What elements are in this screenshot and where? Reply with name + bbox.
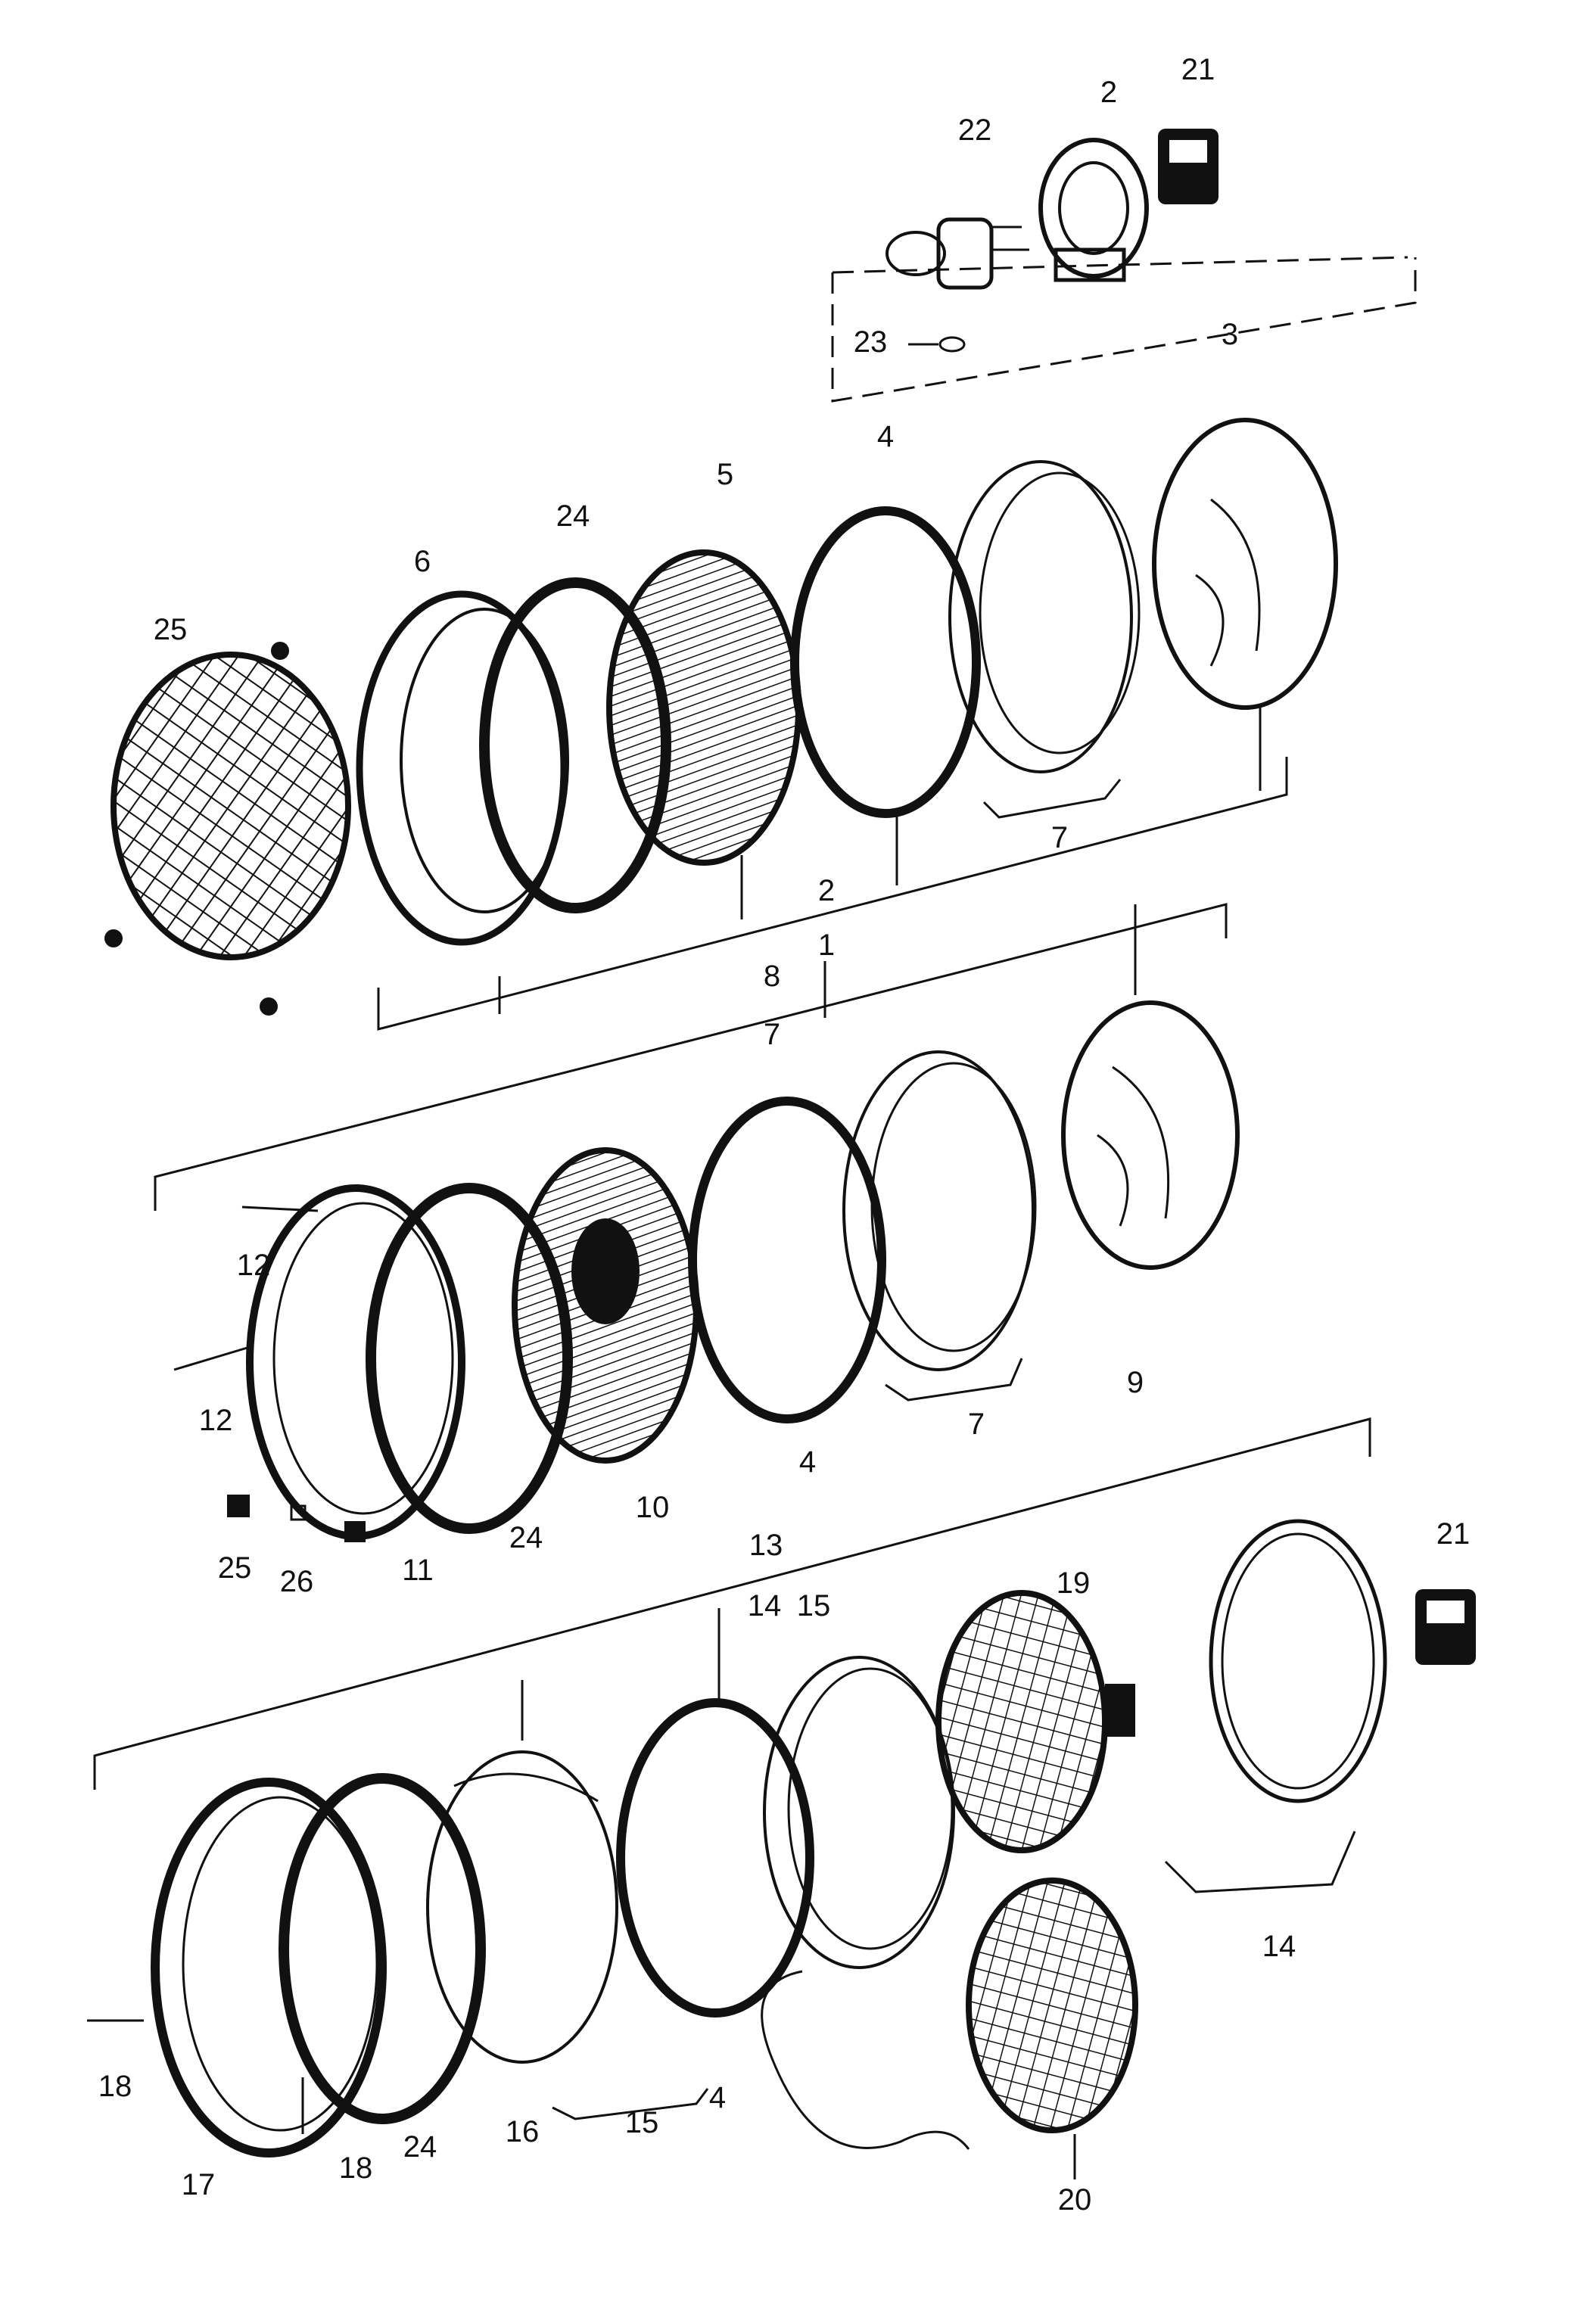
label-14-bracket: 14 <box>1262 1930 1296 1963</box>
label-4: 4 <box>877 420 894 453</box>
callout-labels: 21 2 22 23 3 4 5 24 6 25 7 2 1 8 7 12 12… <box>98 53 1471 2217</box>
seal-ring-4-middle <box>688 1097 886 1423</box>
label-2: 2 <box>1100 76 1117 109</box>
label-15-bracket: 15 <box>625 2106 659 2139</box>
headlight-assembly-bottom <box>87 1417 1476 2179</box>
label-4-mid: 4 <box>799 1445 816 1479</box>
headlight-assembly-top <box>104 418 1338 1031</box>
label-15: 15 <box>797 1589 831 1622</box>
parking-bulb-23 <box>908 336 966 353</box>
reflector-3 <box>1152 418 1338 710</box>
label-25: 25 <box>154 613 188 646</box>
lens-16 <box>426 1750 618 2064</box>
label-1: 1 <box>818 929 835 962</box>
mounting-ring-14 <box>1209 1519 1387 1803</box>
label-24: 24 <box>556 499 590 533</box>
label-24-bottom: 24 <box>403 2130 437 2164</box>
label-9: 9 <box>1127 1366 1144 1399</box>
trim-ring-6 <box>356 590 568 946</box>
label-16: 16 <box>506 2115 540 2148</box>
stone-guard-grille-25 <box>110 652 351 960</box>
label-19: 19 <box>1057 1566 1091 1600</box>
headlight-assembly-middle <box>154 903 1240 1542</box>
sealed-beam-19 <box>935 1590 1108 1853</box>
screw-12-lower <box>173 1346 251 1371</box>
label-21: 21 <box>1181 53 1215 86</box>
label-7-mid: 7 <box>764 1018 780 1051</box>
label-20: 20 <box>1058 2183 1092 2217</box>
label-25-mid: 25 <box>218 1551 252 1585</box>
label-5: 5 <box>717 458 733 491</box>
trim-ring-11 <box>246 1184 465 1540</box>
lens-5 <box>606 549 801 866</box>
h4-bulb-22 <box>885 217 1029 290</box>
label-11: 11 <box>402 1554 434 1587</box>
seal-ring-4 <box>790 506 981 818</box>
label-7-mid-bracket: 7 <box>968 1408 985 1441</box>
seal-ring-4-bottom <box>616 1698 814 2018</box>
label-4-bottom: 4 <box>709 2081 726 2114</box>
label-3: 3 <box>1222 318 1238 351</box>
label-6: 6 <box>414 545 431 578</box>
label-2-mid: 2 <box>818 874 835 907</box>
label-7: 7 <box>1051 821 1068 854</box>
screw-25 <box>227 1495 250 1517</box>
label-26: 26 <box>280 1565 314 1598</box>
label-18-bottom: 18 <box>339 2151 373 2185</box>
label-21-bottom: 21 <box>1436 1517 1471 1551</box>
connector-21 <box>1158 129 1219 204</box>
label-22: 22 <box>958 114 992 147</box>
label-24-mid: 24 <box>509 1521 543 1554</box>
reflector-9 <box>1061 1000 1240 1270</box>
label-17: 17 <box>182 2168 216 2201</box>
label-12-lower: 12 <box>199 1404 233 1437</box>
label-23: 23 <box>854 325 888 359</box>
nut-26 <box>290 1504 307 1521</box>
retaining-ring-7-middle <box>842 1050 1035 1371</box>
label-8: 8 <box>764 960 780 993</box>
gasket-24-bottom <box>279 1773 486 2124</box>
retaining-ring-15 <box>763 1656 955 1969</box>
bulb-group <box>831 129 1417 403</box>
label-10: 10 <box>636 1491 670 1524</box>
retaining-ring-7 <box>948 460 1133 773</box>
label-14: 14 <box>748 1589 782 1622</box>
wire-harness <box>761 1970 970 2150</box>
label-18-left: 18 <box>98 2070 132 2103</box>
label-13: 13 <box>749 1529 783 1562</box>
label-12-upper: 12 <box>237 1249 271 1282</box>
sealed-beam-20 <box>966 1878 1138 2133</box>
bulb-holder-2 <box>1038 138 1149 282</box>
trim-ring-17 <box>151 1778 387 2158</box>
